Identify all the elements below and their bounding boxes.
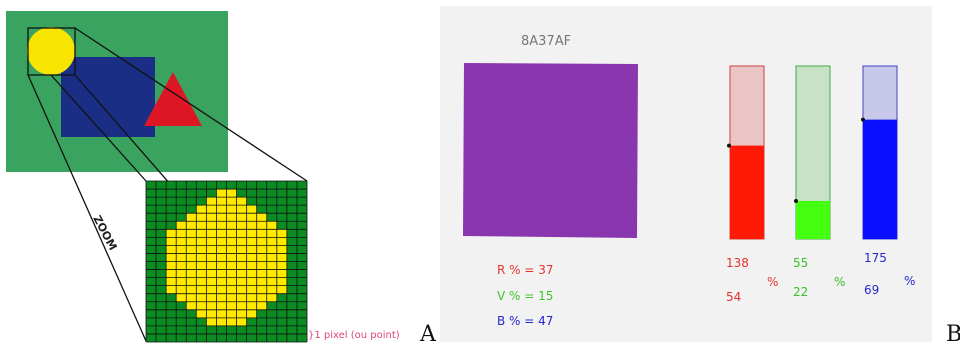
yellow-circle bbox=[27, 27, 75, 75]
percent-red: R % = 37 bbox=[497, 263, 554, 277]
zoom-label: ZOOM bbox=[90, 213, 119, 252]
zoom-line bbox=[27, 74, 147, 342]
channel-red-fill bbox=[730, 145, 764, 239]
panel-a-letter: A bbox=[419, 322, 437, 345]
channel-red-marker bbox=[727, 143, 731, 148]
channel-blue-value: 175 bbox=[864, 251, 887, 265]
pixel-grid bbox=[145, 180, 308, 343]
color-swatch bbox=[463, 63, 638, 238]
channel-blue-fill bbox=[863, 119, 897, 239]
channel-red: 138 54 % bbox=[726, 65, 778, 304]
channel-red-value: 138 bbox=[726, 256, 749, 270]
channel-blue-unit: % bbox=[904, 274, 915, 288]
hex-code: 8A37AF bbox=[521, 34, 571, 49]
channel-green: 55 22 % bbox=[793, 65, 845, 299]
percent-blue: B % = 47 bbox=[497, 314, 553, 328]
zoom-line bbox=[74, 27, 308, 182]
pixel-note: }1 pixel (ou point) bbox=[308, 330, 400, 341]
channel-green-percent: 22 bbox=[793, 285, 808, 299]
zoom-line bbox=[50, 74, 147, 182]
panel-b-letter: B bbox=[946, 322, 960, 345]
percent-green: V % = 15 bbox=[497, 289, 553, 303]
channel-green-value: 55 bbox=[793, 256, 808, 270]
channel-green-unit: % bbox=[834, 275, 845, 289]
channel-red-unit: % bbox=[767, 275, 778, 289]
panel-b: 8A37AF R % = 37 V % = 15 B % = 47 138 54… bbox=[440, 6, 960, 345]
channel-blue-marker bbox=[861, 117, 865, 122]
panel-a: ZOOM }1 pixel (ou point) A bbox=[6, 11, 437, 345]
channel-green-marker bbox=[794, 198, 798, 203]
channel-green-fill bbox=[796, 200, 830, 239]
channel-red-percent: 54 bbox=[726, 290, 741, 304]
channel-blue-percent: 69 bbox=[864, 283, 879, 297]
channel-blue: 175 69 % bbox=[861, 65, 915, 297]
red-triangle bbox=[144, 72, 202, 126]
